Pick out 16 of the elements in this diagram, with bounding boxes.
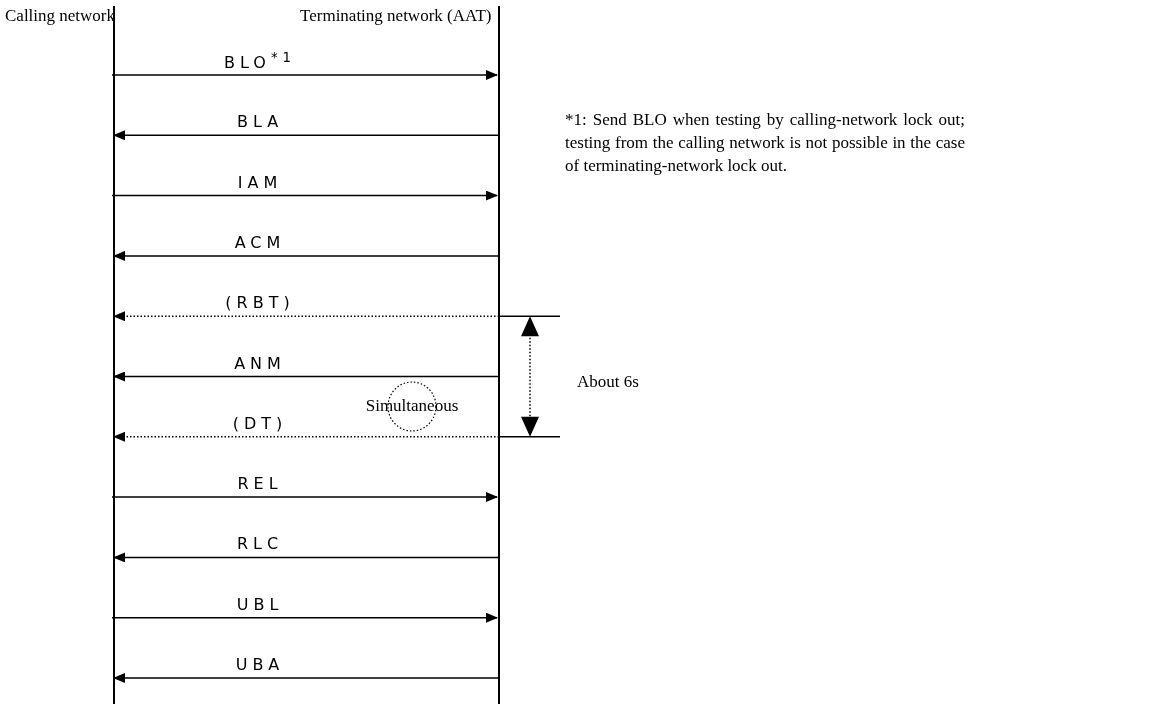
message-arrow [113,130,500,141]
message-arrow [113,371,500,382]
lifeline [5,6,115,704]
message-arrow [111,612,498,623]
message-arrow [113,552,500,563]
message-arrow [113,250,500,261]
message-arrow [111,70,498,80]
lifeline [300,6,500,704]
message-arrow [111,492,498,503]
annotation-text: Simultaneous [364,396,460,416]
lifeline-title: Terminating network (AAT) [300,6,492,26]
footnote: *1: Send BLO when testing by calling-network lock out; testing from the calling network is not possible in the case of terminating-network lock out. [565,109,965,177]
message-arrow [113,673,500,683]
lifeline-title: Calling network [5,6,115,26]
dimension-label: About 6s [577,372,639,392]
message-arrow [111,190,498,201]
